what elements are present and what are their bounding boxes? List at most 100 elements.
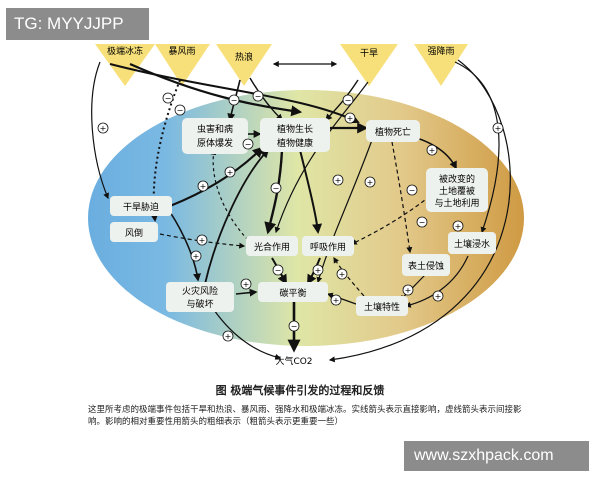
sign-plus: + bbox=[330, 294, 342, 306]
svg-text:+: + bbox=[435, 292, 442, 301]
sign-plus: + bbox=[344, 112, 356, 124]
svg-text:−: − bbox=[291, 322, 298, 331]
svg-text:强降雨: 强降雨 bbox=[427, 45, 454, 57]
node-pest: 虫害和病 原体爆发 bbox=[182, 118, 248, 154]
svg-text:表土侵蚀: 表土侵蚀 bbox=[408, 260, 444, 272]
sign-plus: + bbox=[432, 290, 444, 302]
event-storm: 暴风雨 bbox=[155, 44, 210, 86]
node-respiration: 呼吸作用 bbox=[302, 236, 354, 256]
svg-text:与土地利用: 与土地利用 bbox=[434, 197, 479, 209]
svg-text:+: + bbox=[315, 266, 322, 275]
svg-text:+: + bbox=[100, 124, 107, 133]
watermark-top: TG: MYYJJPP bbox=[6, 8, 149, 40]
sign-plus: + bbox=[197, 180, 209, 192]
svg-text:−: − bbox=[245, 140, 252, 149]
svg-text:与破坏: 与破坏 bbox=[186, 298, 213, 310]
sign-minus: − bbox=[272, 264, 284, 276]
svg-text:+: + bbox=[333, 296, 340, 305]
svg-text:+: + bbox=[243, 280, 250, 289]
sign-plus: + bbox=[240, 278, 252, 290]
sign-plus: + bbox=[364, 176, 376, 188]
sign-plus: + bbox=[97, 122, 109, 134]
svg-text:干旱胁迫: 干旱胁迫 bbox=[123, 201, 159, 213]
sign-plus: + bbox=[402, 284, 414, 296]
node-erosion: 表土侵蚀 bbox=[402, 254, 450, 276]
figure-title: 图 极端气候事件引发的过程和反馈 bbox=[215, 384, 385, 397]
event-drought: 干旱 bbox=[340, 44, 398, 86]
svg-text:土壤特性: 土壤特性 bbox=[364, 301, 400, 313]
svg-text:+: + bbox=[367, 178, 374, 187]
svg-text:+: + bbox=[225, 332, 232, 341]
svg-text:被改变的: 被改变的 bbox=[439, 173, 475, 185]
svg-text:大气CO2: 大气CO2 bbox=[275, 355, 312, 367]
svg-text:−: − bbox=[345, 96, 352, 105]
svg-text:热浪: 热浪 bbox=[235, 51, 253, 63]
sign-minus: − bbox=[252, 90, 264, 102]
svg-text:−: − bbox=[409, 186, 416, 195]
svg-text:+: + bbox=[339, 270, 346, 279]
sign-minus: − bbox=[342, 94, 354, 106]
svg-text:土壤浸水: 土壤浸水 bbox=[454, 238, 490, 250]
node-windthrow: 风倒 bbox=[110, 222, 158, 242]
sign-plus: + bbox=[426, 144, 438, 156]
svg-text:+: + bbox=[199, 236, 206, 245]
svg-text:+: + bbox=[200, 182, 207, 191]
svg-text:−: − bbox=[419, 218, 426, 227]
svg-text:植物生长: 植物生长 bbox=[277, 123, 313, 135]
svg-text:−: − bbox=[275, 266, 282, 275]
svg-text:虫害和病: 虫害和病 bbox=[197, 123, 233, 135]
svg-text:+: + bbox=[227, 168, 234, 177]
node-landuse: 被改变的 土地覆被 与土地利用 bbox=[426, 168, 488, 212]
node-waterlog: 土壤浸水 bbox=[448, 232, 496, 254]
sign-plus: + bbox=[190, 250, 202, 262]
sign-plus: + bbox=[222, 330, 234, 342]
sign-plus: + bbox=[312, 264, 324, 276]
node-drought-stress: 干旱胁迫 bbox=[110, 196, 172, 216]
sign-plus: + bbox=[336, 268, 348, 280]
sign-plus: + bbox=[492, 122, 504, 134]
svg-text:植物健康: 植物健康 bbox=[277, 137, 313, 149]
node-plant-death: 植物死亡 bbox=[366, 120, 420, 142]
sign-minus: − bbox=[242, 138, 254, 150]
svg-text:−: − bbox=[255, 92, 262, 101]
svg-text:干旱: 干旱 bbox=[360, 48, 378, 59]
sign-minus: − bbox=[416, 216, 428, 228]
sign-minus: − bbox=[406, 184, 418, 196]
node-photosynthesis: 光合作用 bbox=[246, 236, 298, 256]
svg-text:+: + bbox=[193, 252, 200, 261]
node-fire: 火灾风险 与破坏 bbox=[166, 282, 234, 312]
svg-text:植物死亡: 植物死亡 bbox=[375, 126, 411, 138]
event-rain: 强降雨 bbox=[414, 44, 468, 86]
sign-minus: − bbox=[162, 92, 174, 104]
event-ice: 极端冰冻 bbox=[95, 44, 155, 86]
svg-text:−: − bbox=[231, 96, 238, 105]
sign-plus: + bbox=[224, 166, 236, 178]
svg-text:−: − bbox=[177, 106, 184, 115]
svg-text:+: + bbox=[335, 176, 342, 185]
sign-plus: + bbox=[196, 234, 208, 246]
sign-minus: − bbox=[270, 182, 282, 194]
svg-text:火灾风险: 火灾风险 bbox=[182, 285, 218, 297]
svg-text:+: + bbox=[347, 114, 354, 123]
sign-minus: − bbox=[288, 320, 300, 332]
watermark-bottom: www.szxhpack.com bbox=[404, 441, 589, 471]
svg-text:−: − bbox=[273, 184, 280, 193]
sign-minus: − bbox=[228, 94, 240, 106]
sign-plus: + bbox=[332, 174, 344, 186]
svg-text:碳平衡: 碳平衡 bbox=[279, 287, 306, 299]
svg-text:风倒: 风倒 bbox=[125, 227, 143, 239]
node-carbon-balance: 碳平衡 bbox=[258, 282, 328, 302]
sign-plus: + bbox=[452, 220, 464, 232]
node-co2: 大气CO2 bbox=[275, 355, 312, 367]
sign-minus: − bbox=[174, 104, 186, 116]
svg-text:极端冰冻: 极端冰冻 bbox=[107, 45, 143, 57]
svg-text:原体爆发: 原体爆发 bbox=[197, 137, 233, 149]
svg-text:+: + bbox=[455, 222, 462, 231]
node-plant-growth: 植物生长 植物健康 bbox=[260, 118, 330, 152]
svg-text:−: − bbox=[165, 94, 172, 103]
node-soil: 土壤特性 bbox=[356, 296, 408, 316]
event-heat: 热浪 bbox=[216, 44, 272, 86]
svg-text:+: + bbox=[405, 286, 412, 295]
svg-text:土地覆被: 土地覆被 bbox=[439, 185, 475, 197]
